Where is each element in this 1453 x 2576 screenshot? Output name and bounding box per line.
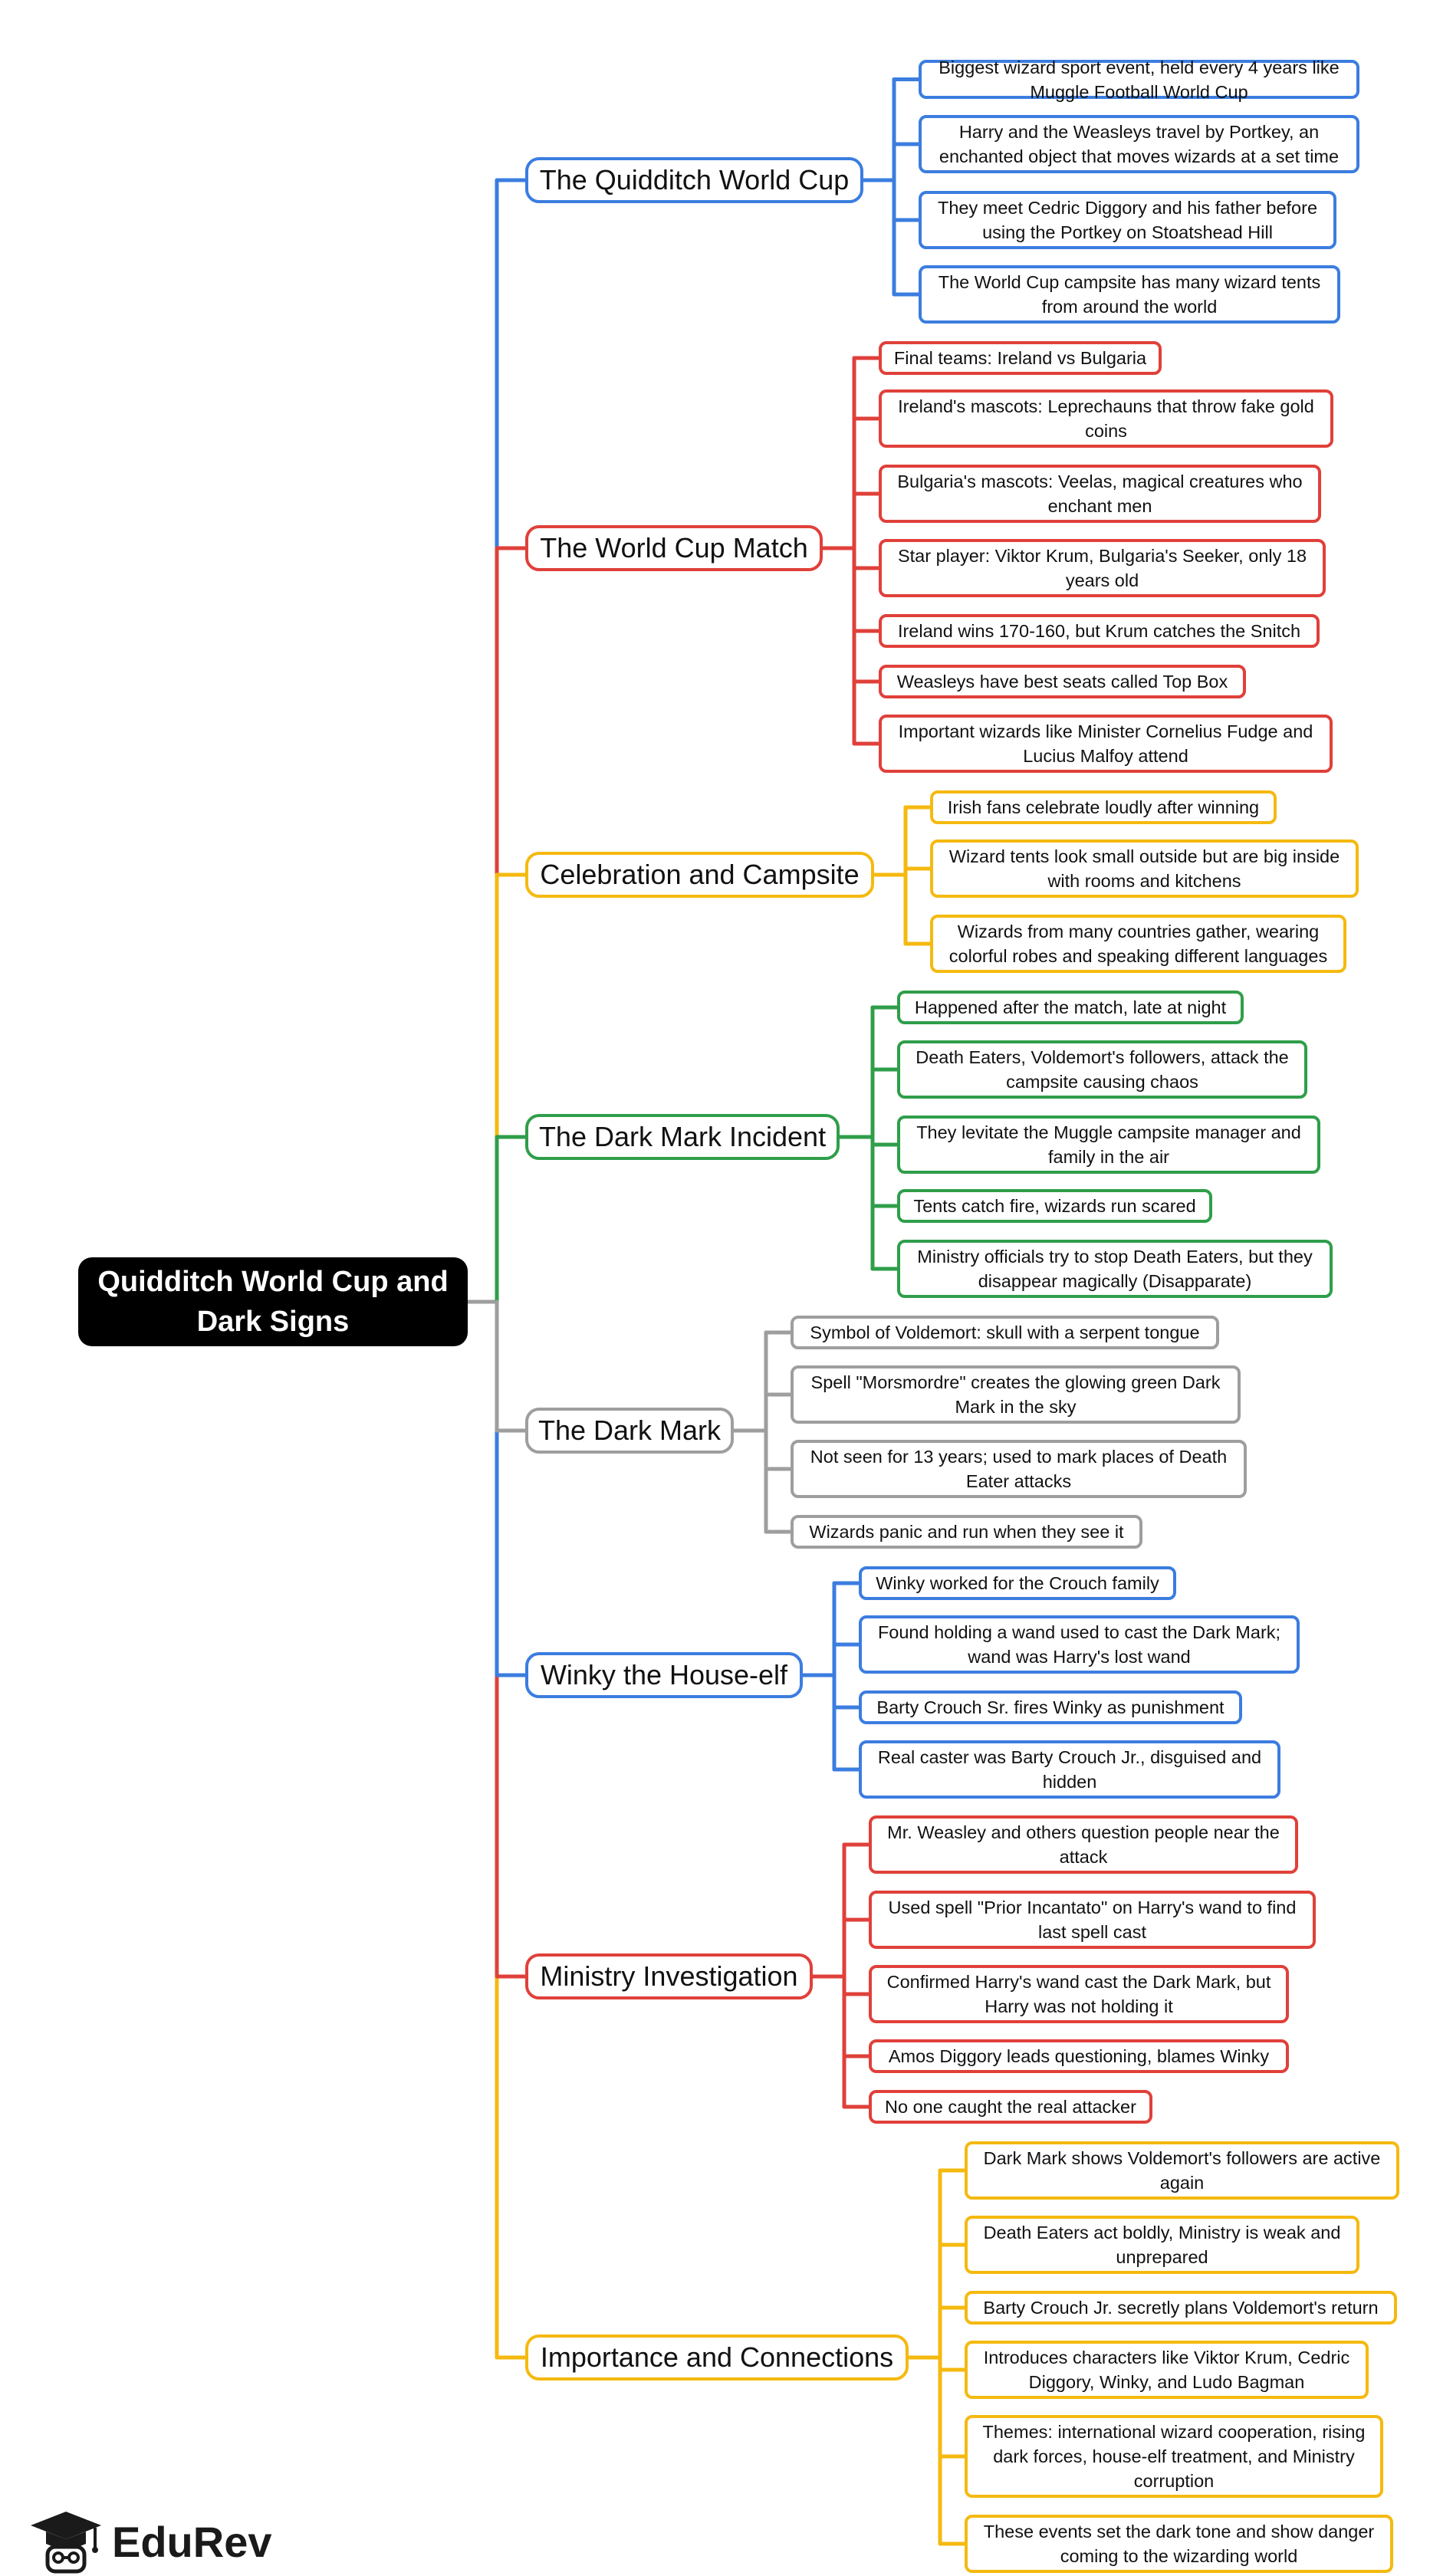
root-node: Quidditch World Cup and Dark Signs bbox=[78, 1257, 468, 1346]
leaf-node: They meet Cedric Diggory and his father … bbox=[919, 191, 1336, 249]
leaf-node: Irish fans celebrate loudly after winnin… bbox=[930, 790, 1277, 824]
leaf-node: Spell "Morsmordre" creates the glowing g… bbox=[791, 1365, 1241, 1424]
leaf-node: Winky worked for the Crouch family bbox=[859, 1566, 1176, 1600]
leaf-node: Final teams: Ireland vs Bulgaria bbox=[879, 341, 1162, 375]
logo-text: EduRev bbox=[112, 2517, 272, 2566]
graduation-cap-icon bbox=[31, 2512, 101, 2574]
branch-node: The Quidditch World Cup bbox=[525, 157, 863, 203]
leaf-node: Dark Mark shows Voldemort's followers ar… bbox=[965, 2141, 1399, 2200]
leaf-node: Harry and the Weasleys travel by Portkey… bbox=[919, 115, 1359, 173]
leaf-node: Symbol of Voldemort: skull with a serpen… bbox=[791, 1316, 1219, 1349]
leaf-node: Important wizards like Minister Corneliu… bbox=[879, 715, 1333, 773]
leaf-node: Tents catch fire, wizards run scared bbox=[897, 1189, 1212, 1223]
leaf-node: Death Eaters, Voldemort's followers, att… bbox=[897, 1040, 1307, 1099]
leaf-node: These events set the dark tone and show … bbox=[965, 2515, 1393, 2573]
leaf-node: Amos Diggory leads questioning, blames W… bbox=[869, 2039, 1289, 2073]
leaf-node: Biggest wizard sport event, held every 4… bbox=[919, 58, 1359, 102]
leaf-node: Weasleys have best seats called Top Box bbox=[879, 665, 1246, 698]
leaf-node: Ministry officials try to stop Death Eat… bbox=[897, 1240, 1333, 1298]
leaf-node: Real caster was Barty Crouch Jr., disgui… bbox=[859, 1740, 1280, 1799]
leaf-node: Barty Crouch Sr. fires Winky as punishme… bbox=[859, 1691, 1242, 1724]
branch-node: The Dark Mark bbox=[525, 1408, 734, 1454]
edurev-logo: EduRev bbox=[29, 2507, 272, 2576]
root-label: Quidditch World Cup and Dark Signs bbox=[97, 1266, 449, 1338]
leaf-node: Ireland's mascots: Leprechauns that thro… bbox=[879, 389, 1333, 448]
leaf-node: Barty Crouch Jr. secretly plans Voldemor… bbox=[965, 2291, 1397, 2325]
leaf-node: Wizards from many countries gather, wear… bbox=[930, 915, 1346, 973]
leaf-node: The World Cup campsite has many wizard t… bbox=[919, 265, 1340, 324]
leaf-node: Wizard tents look small outside but are … bbox=[930, 840, 1359, 898]
leaf-node: Wizards panic and run when they see it bbox=[791, 1515, 1142, 1549]
leaf-node: Star player: Viktor Krum, Bulgaria's See… bbox=[879, 539, 1326, 597]
leaf-node: Happened after the match, late at night bbox=[897, 991, 1244, 1024]
branch-node: Ministry Investigation bbox=[525, 1953, 813, 1999]
leaf-node: Used spell "Prior Incantato" on Harry's … bbox=[869, 1891, 1316, 1949]
leaf-node: Themes: international wizard cooperation… bbox=[965, 2415, 1383, 2498]
branch-node: Importance and Connections bbox=[525, 2334, 909, 2380]
branch-node: The World Cup Match bbox=[525, 525, 823, 571]
leaf-node: Ireland wins 170-160, but Krum catches t… bbox=[879, 614, 1320, 648]
leaf-node: Mr. Weasley and others question people n… bbox=[869, 1815, 1298, 1874]
leaf-node: No one caught the real attacker bbox=[869, 2090, 1152, 2124]
leaf-node: Not seen for 13 years; used to mark plac… bbox=[791, 1440, 1247, 1498]
leaf-node: Introduces characters like Viktor Krum, … bbox=[965, 2341, 1369, 2399]
branch-node: Celebration and Campsite bbox=[525, 852, 874, 898]
branch-node: The Dark Mark Incident bbox=[525, 1114, 840, 1160]
leaf-node: Found holding a wand used to cast the Da… bbox=[859, 1615, 1300, 1674]
leaf-node: Death Eaters act boldly, Ministry is wea… bbox=[965, 2216, 1359, 2274]
branch-node: Winky the House-elf bbox=[525, 1652, 803, 1698]
leaf-node: Confirmed Harry's wand cast the Dark Mar… bbox=[869, 1965, 1289, 2023]
leaf-node: Bulgaria's mascots: Veelas, magical crea… bbox=[879, 465, 1321, 523]
leaf-node: They levitate the Muggle campsite manage… bbox=[897, 1116, 1320, 1174]
